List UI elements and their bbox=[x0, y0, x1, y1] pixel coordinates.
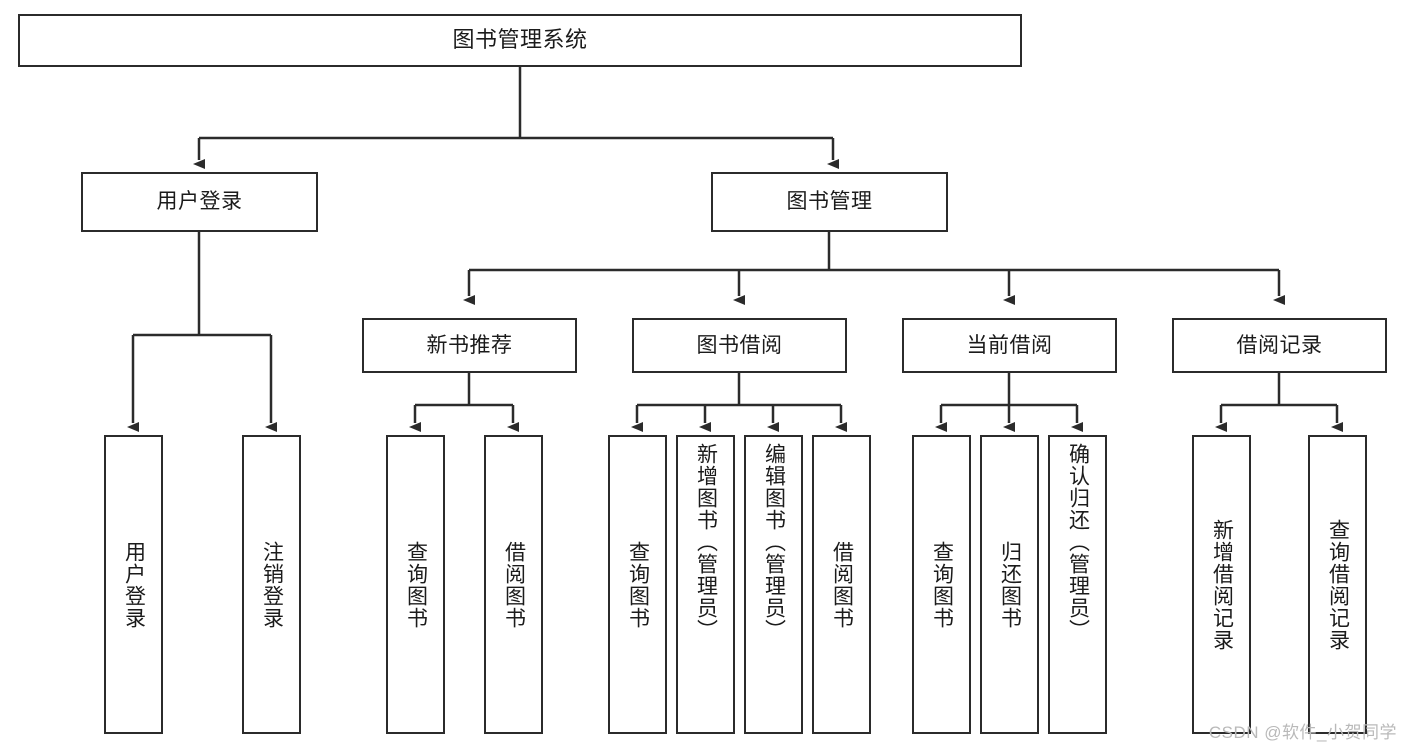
leaf-confirm-return-admin[interactable]: 确认归还（管理员） bbox=[1048, 435, 1107, 734]
node-label: 借阅记录 bbox=[1236, 333, 1323, 357]
node-label: 图书管理系统 bbox=[452, 27, 588, 53]
node-label: 查询图书 bbox=[930, 540, 954, 629]
node-label: 用户登录 bbox=[122, 540, 146, 629]
leaf-user-login[interactable]: 用户登录 bbox=[104, 435, 163, 734]
node-label: 图书管理 bbox=[786, 190, 873, 214]
leaf-query-book-current[interactable]: 查询图书 bbox=[912, 435, 971, 734]
node-label: 注销登录 bbox=[260, 540, 284, 629]
leaf-query-book-new[interactable]: 查询图书 bbox=[386, 435, 445, 734]
node-borrow-records[interactable]: 借阅记录 bbox=[1172, 318, 1387, 373]
leaf-query-borrow-record[interactable]: 查询借阅记录 bbox=[1308, 435, 1367, 734]
node-label: 归还图书 bbox=[998, 540, 1022, 629]
leaf-query-book-borrow[interactable]: 查询图书 bbox=[608, 435, 667, 734]
node-label: 借阅图书 bbox=[830, 540, 854, 629]
node-label: 新书推荐 bbox=[426, 333, 513, 357]
node-label: 借阅图书 bbox=[502, 540, 526, 629]
node-root-system[interactable]: 图书管理系统 bbox=[18, 14, 1022, 67]
node-current-borrow[interactable]: 当前借阅 bbox=[902, 318, 1117, 373]
node-label: 查询图书 bbox=[626, 540, 650, 629]
node-new-book-recommend[interactable]: 新书推荐 bbox=[362, 318, 577, 373]
node-label: 图书借阅 bbox=[696, 333, 783, 357]
watermark: CSDN @软件_小贺同学 bbox=[1208, 723, 1397, 742]
node-label: 查询借阅记录 bbox=[1326, 518, 1350, 651]
node-user-login[interactable]: 用户登录 bbox=[81, 172, 318, 232]
leaf-add-book-admin[interactable]: 新增图书（管理员） bbox=[676, 435, 735, 734]
node-label: 确认归还（管理员） bbox=[1066, 443, 1090, 641]
node-label: 编辑图书（管理员） bbox=[762, 443, 786, 641]
node-label: 新增图书（管理员） bbox=[694, 443, 718, 641]
node-label: 查询图书 bbox=[404, 540, 428, 629]
node-label: 用户登录 bbox=[156, 190, 243, 214]
node-label: 当前借阅 bbox=[966, 333, 1053, 357]
leaf-edit-book-admin[interactable]: 编辑图书（管理员） bbox=[744, 435, 803, 734]
leaf-logout[interactable]: 注销登录 bbox=[242, 435, 301, 734]
leaf-add-borrow-record[interactable]: 新增借阅记录 bbox=[1192, 435, 1251, 734]
node-book-management[interactable]: 图书管理 bbox=[711, 172, 948, 232]
leaf-borrow-book[interactable]: 借阅图书 bbox=[812, 435, 871, 734]
leaf-return-book[interactable]: 归还图书 bbox=[980, 435, 1039, 734]
leaf-borrow-book-new[interactable]: 借阅图书 bbox=[484, 435, 543, 734]
node-book-borrow[interactable]: 图书借阅 bbox=[632, 318, 847, 373]
node-label: 新增借阅记录 bbox=[1210, 518, 1234, 651]
